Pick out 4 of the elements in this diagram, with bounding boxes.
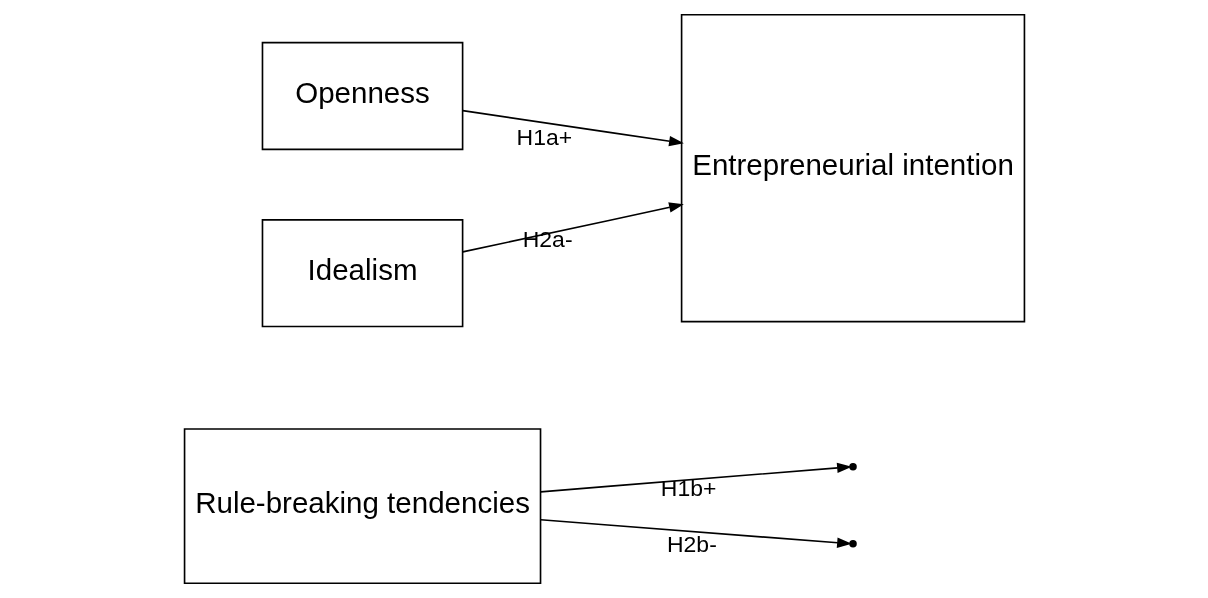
edge-label: H2b- [666, 530, 717, 557]
edge-label: H1b+ [660, 474, 716, 501]
edge-label: H1a+ [516, 124, 572, 151]
edge-label: H2a- [522, 225, 573, 252]
